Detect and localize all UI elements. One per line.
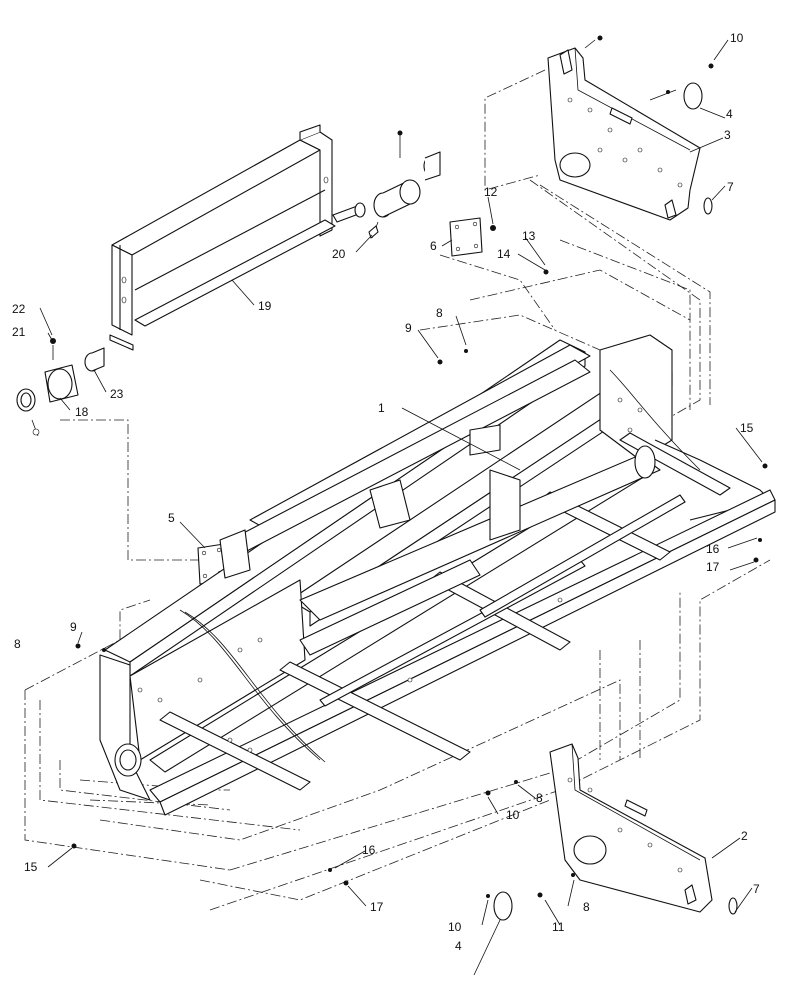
assembly-line bbox=[99, 679, 621, 841]
assembly-line bbox=[24, 690, 231, 871]
callout-10: 10 bbox=[730, 31, 744, 45]
callout-19: 19 bbox=[258, 299, 272, 313]
mounting-frame bbox=[109, 124, 366, 351]
assembly-line bbox=[209, 559, 771, 911]
callout-20: 20 bbox=[332, 247, 346, 261]
header-frame bbox=[99, 334, 776, 816]
callout-8: 8 bbox=[436, 306, 443, 320]
callout-14: 14 bbox=[497, 247, 511, 261]
grease-fitting-7-upper bbox=[703, 197, 713, 215]
callout-3: 3 bbox=[724, 128, 731, 142]
callout-17: 17 bbox=[370, 900, 384, 914]
callout-2: 2 bbox=[741, 829, 748, 843]
leader-lines bbox=[39, 39, 763, 976]
pivot-pin-group-left bbox=[16, 338, 105, 437]
callout-9: 9 bbox=[70, 620, 77, 634]
callout-8: 8 bbox=[536, 791, 543, 805]
callout-8: 8 bbox=[14, 637, 21, 651]
callout-15: 15 bbox=[24, 860, 38, 874]
end-plate-right-lower bbox=[549, 743, 713, 913]
assembly-line bbox=[60, 419, 240, 561]
callout-7: 7 bbox=[753, 882, 760, 896]
cover-4-upper bbox=[649, 82, 703, 110]
callout-10: 10 bbox=[448, 920, 462, 934]
assembly-line bbox=[539, 184, 711, 405]
callout-5: 5 bbox=[168, 511, 175, 525]
end-plate-right-upper bbox=[547, 35, 701, 221]
assembly-line bbox=[39, 700, 301, 831]
bolt-11 bbox=[537, 892, 543, 898]
callout-8: 8 bbox=[583, 900, 590, 914]
assembly-line bbox=[469, 269, 691, 321]
callout-16: 16 bbox=[706, 542, 720, 556]
callout-17: 17 bbox=[706, 560, 720, 574]
callout-13: 13 bbox=[522, 229, 536, 243]
callout-16: 16 bbox=[362, 843, 376, 857]
callout-10: 10 bbox=[506, 808, 520, 822]
callout-23: 23 bbox=[110, 387, 124, 401]
assembly-line bbox=[89, 799, 211, 806]
pivot-pin-group-right bbox=[368, 130, 441, 239]
callout-4: 4 bbox=[455, 939, 462, 953]
callout-7: 7 bbox=[727, 180, 734, 194]
bolt-10-upper bbox=[708, 63, 714, 69]
callout-22: 22 bbox=[12, 302, 26, 316]
assembly-line bbox=[24, 599, 151, 691]
callout-21: 21 bbox=[12, 325, 26, 339]
hardware-fasteners bbox=[71, 225, 768, 886]
callout-18: 18 bbox=[75, 405, 89, 419]
callout-labels: 1 2 3 4 4 5 6 7 7 8 8 8 8 9 9 10 10 10 1… bbox=[12, 31, 760, 953]
callout-1: 1 bbox=[378, 401, 385, 415]
callout-15: 15 bbox=[740, 421, 754, 435]
assembly-line bbox=[229, 590, 681, 871]
callout-6: 6 bbox=[430, 239, 437, 253]
callout-4: 4 bbox=[726, 107, 733, 121]
grease-fitting-7-lower bbox=[728, 897, 738, 915]
cover-4-lower bbox=[486, 891, 513, 921]
assembly-lines bbox=[24, 69, 771, 911]
callout-12: 12 bbox=[484, 185, 498, 199]
assembly-line bbox=[419, 314, 601, 351]
bolt-10-lower bbox=[485, 790, 491, 796]
callout-11: 11 bbox=[552, 920, 565, 934]
assembly-line bbox=[484, 69, 546, 191]
assembly-line bbox=[559, 239, 691, 410]
callout-9: 9 bbox=[405, 321, 412, 335]
assembly-line bbox=[529, 179, 701, 421]
assembly-line bbox=[439, 254, 556, 331]
plate-6 bbox=[449, 217, 496, 257]
